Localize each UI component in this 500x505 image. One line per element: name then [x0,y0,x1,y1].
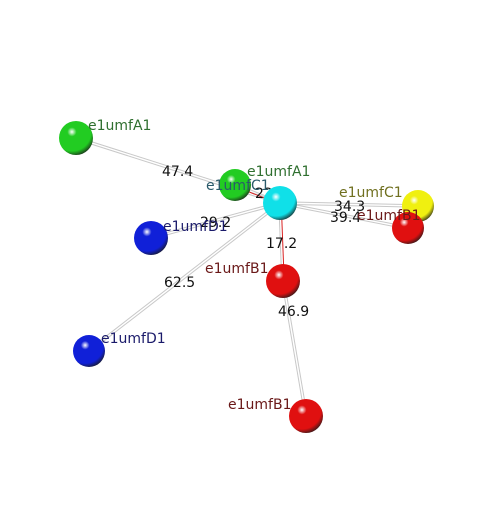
bond-line [280,201,419,206]
distance-label: 29.2 [200,215,231,231]
bond-line [150,201,280,238]
bond-line [151,203,281,240]
bond-line [87,201,280,351]
atom-label: e1umfB1 [357,208,420,224]
atom-label: e1umfC1 [206,178,270,194]
bond-line [279,203,408,230]
atom-sphere-cD1_far[interactable] [73,335,105,367]
atom-sphere-cB1_bottom[interactable] [289,399,323,433]
atom-sphere-cB1_right[interactable] [392,212,424,244]
atom-label: e1umfC1 [339,185,403,201]
atom-sphere-center[interactable] [263,186,297,220]
bond-line [280,201,409,228]
atom-sphere-cA1_near[interactable] [219,169,251,201]
atom-label: e1umfD1 [163,219,228,235]
distance-label: 62.5 [164,275,195,291]
atom-sphere-cB1_mid[interactable] [266,264,300,298]
atom-label: e1umfA1 [247,164,310,180]
atom-sphere-cD1_near[interactable] [134,221,168,255]
distance-label: 34.3 [334,199,365,215]
bond-line [281,281,306,417]
sphere-layer [59,121,434,433]
atom-label: e1umfD1 [101,331,166,347]
atom-label: e1umfB1 [205,261,268,277]
bond-line [89,203,282,353]
distance-label: 46.9 [278,304,309,320]
atom-label: e1umfA1 [88,118,151,134]
bond-line [283,280,308,416]
distance-label: 47.4 [162,164,193,180]
atom-sphere-cA1_far[interactable] [59,121,93,155]
atom-label: e1umfB1 [228,397,291,413]
distance-label-layer: 47.422.034.339.429.217.262.546.9 [162,164,365,320]
distance-label: 17.2 [266,236,297,252]
bond-line [279,203,418,208]
distance-label: 39.4 [330,210,361,226]
